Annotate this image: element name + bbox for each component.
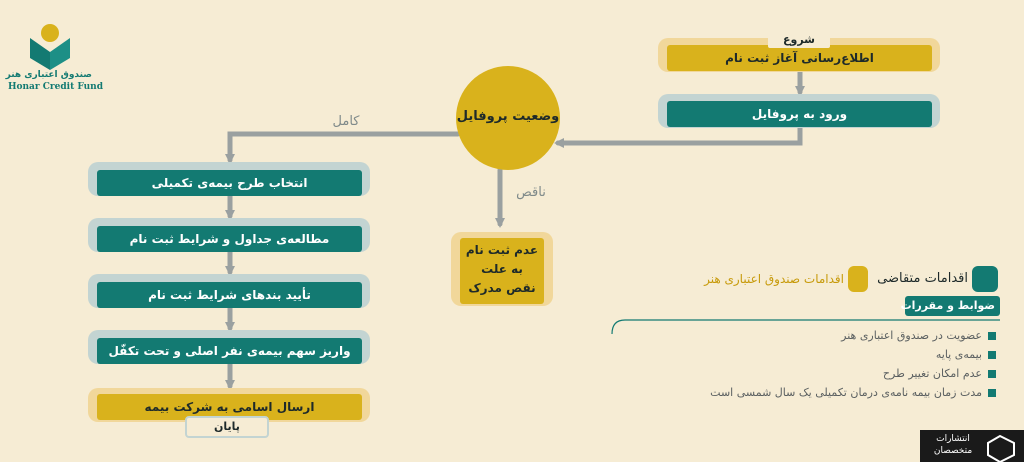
legend-fund-swatch: [848, 266, 868, 292]
watermark-line-2: متخصصان: [933, 446, 973, 456]
reject-text: عدم ثبت نام به علت نقص مدرک: [460, 241, 544, 298]
branch-complete-label: کامل: [332, 114, 360, 129]
logo-emblem: [30, 24, 70, 70]
step-read-terms: مطالعه‌ی جداول و شرایط ثبت نام: [129, 232, 330, 246]
step-send-names: ارسال اسامی به شرکت بیمه: [144, 400, 315, 414]
reject-line-2: به علت: [481, 262, 523, 276]
rule-item-4: مدت زمان بیمه نامه‌ی درمان تکمیلی یک سال…: [710, 386, 982, 399]
watermark-text: انتشارات متخصصان: [922, 433, 984, 457]
step-login-label: ورود به پروفایل: [751, 107, 848, 121]
rule-item-3: عدم امکان تغییر طرح: [882, 367, 982, 380]
rule-bullet: [988, 389, 996, 397]
publisher-watermark: [920, 430, 1024, 462]
reject-box: [451, 232, 553, 306]
rule-bullet: [988, 332, 996, 340]
start-tag: شروع: [782, 33, 815, 46]
decision-label: وضعیت پروفایل: [456, 109, 560, 124]
legend-applicant-label: اقدامات متقاضی: [877, 271, 968, 286]
reject-line-3: نقص مدرک: [468, 281, 536, 295]
step-pay-share: واریز سهم بیمه‌ی نفر اصلی و تحت تکفّل: [108, 344, 351, 358]
rules-bracket: [611, 319, 1000, 335]
connectors: [225, 69, 805, 390]
rules-title-bar: [905, 296, 1000, 316]
legend-fund-label: اقدامات صندوق اعتباری هنر: [704, 272, 844, 286]
step-announce-box: [658, 32, 940, 72]
watermark-line-1: انتشارات: [936, 434, 970, 444]
left-steps: [88, 162, 370, 438]
step-announce-label: اطلاع‌رسانی آغاز ثبت نام: [725, 51, 874, 65]
logo-name-fa: صندوق اعتباری هنر: [5, 70, 92, 80]
rule-bullet: [988, 351, 996, 359]
rule-item-2: بیمه‌ی پایه: [935, 348, 982, 361]
end-tag: پایان: [214, 420, 240, 433]
step-confirm-terms: تأیید بندهای شرایط ثبت نام: [148, 288, 311, 302]
reject-line-1: عدم ثبت نام: [465, 243, 539, 257]
step-login-box: [658, 94, 940, 128]
logo-name-en: Honar Credit Fund: [8, 82, 104, 92]
branch-incomplete-label: ناقص: [516, 185, 546, 200]
legend-applicant-swatch: [972, 266, 998, 292]
step-select-plan: انتخاب طرح بیمه‌ی تکمیلی: [151, 176, 308, 190]
rules-title: ضوابط و مقررات: [900, 299, 995, 312]
rule-item-1: عضویت در صندوق اعتباری هنر: [841, 329, 982, 342]
decision-circle: [456, 66, 560, 170]
rule-bullet: [988, 370, 996, 378]
